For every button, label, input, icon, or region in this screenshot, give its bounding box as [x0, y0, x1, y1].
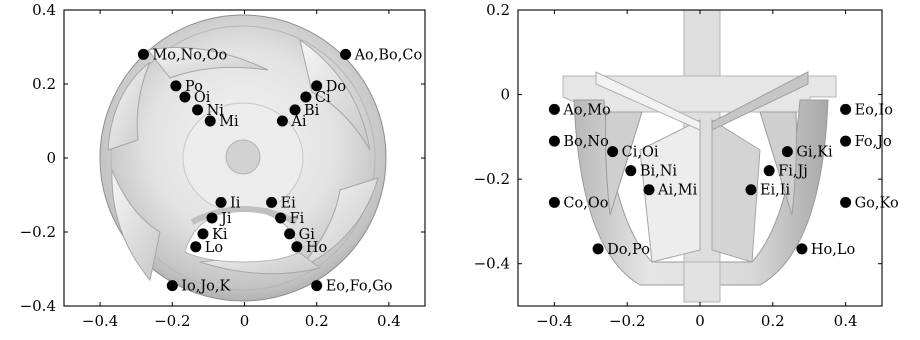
y-tick-label: −0.2	[20, 223, 56, 241]
point-label: Ii	[230, 195, 241, 211]
data-point	[192, 104, 204, 116]
point-label: Ao,Bo,Co	[354, 47, 423, 63]
data-point	[840, 196, 852, 208]
point-label: Lo	[205, 240, 223, 256]
data-point	[300, 91, 312, 103]
data-point	[643, 184, 655, 196]
data-point	[166, 280, 178, 292]
y-tick-label: 0.2	[486, 1, 510, 19]
point-label: Co,Oo	[563, 195, 608, 211]
y-tick-label: 0.4	[32, 1, 56, 19]
data-point	[289, 104, 301, 116]
data-point	[276, 115, 288, 127]
data-point	[763, 165, 775, 177]
data-point	[215, 196, 227, 208]
data-point	[284, 228, 296, 240]
data-point	[291, 241, 303, 253]
point-label: Fo,Jo	[855, 134, 892, 150]
data-point	[206, 212, 218, 224]
point-label: Ao,Mo	[562, 102, 610, 118]
data-point	[197, 228, 209, 240]
y-tick-label: 0.2	[32, 75, 56, 93]
point-label: Ho,Lo	[811, 242, 855, 258]
point-label: Ho	[306, 240, 327, 256]
point-label: Ai,Mi	[657, 183, 698, 199]
point-label: Ci	[315, 90, 331, 106]
data-point	[745, 184, 757, 196]
panel2-axes: −0.4 −0.2 0 0.2 0.4 0.2 0 −0.2 −0.4	[474, 1, 882, 330]
data-point	[137, 48, 149, 60]
x-tick-label: 0.2	[761, 312, 785, 330]
x-tick-label: 0	[240, 312, 250, 330]
data-point	[840, 135, 852, 147]
point-label: Bi	[304, 103, 320, 119]
x-tick-label: 0	[695, 312, 705, 330]
data-point	[592, 243, 604, 255]
y-tick-label: 0	[46, 149, 56, 167]
data-point	[311, 280, 323, 292]
y-tick-label: 0	[500, 86, 510, 104]
point-label: Eo,Fo,Go	[326, 279, 393, 295]
x-tick-label: −0.2	[609, 312, 645, 330]
point-label: Ni	[207, 103, 225, 119]
data-point	[607, 146, 619, 158]
data-point	[275, 212, 287, 224]
point-label: Io,Jo,K	[181, 279, 231, 295]
point-label: Ki	[212, 227, 228, 243]
data-point	[170, 80, 182, 92]
panel1-axes: −0.4 −0.2 0 0.2 0.4 0.4 0.2 0 −0.2 −0.4	[20, 1, 425, 330]
x-tick-label: −0.4	[82, 312, 118, 330]
point-label: Fi	[290, 211, 305, 227]
data-point	[340, 48, 352, 60]
y-tick-label: −0.2	[474, 170, 510, 188]
point-label: Po	[185, 79, 203, 95]
x-tick-label: −0.4	[536, 312, 572, 330]
impeller-side-view	[562, 10, 837, 303]
point-label: Ci,Oi	[622, 145, 659, 161]
data-point	[548, 135, 560, 147]
data-point	[548, 196, 560, 208]
data-point	[840, 103, 852, 115]
point-label: Ei,Ii	[760, 183, 791, 199]
point-label: Eo,Io	[855, 102, 893, 118]
point-label: Bi,Ni	[640, 164, 678, 180]
x-tick-label: 0.4	[377, 312, 401, 330]
x-tick-label: 0.2	[305, 312, 329, 330]
point-label: Mo,No,Oo	[152, 47, 227, 63]
data-point	[796, 243, 808, 255]
point-label: Mi	[219, 114, 239, 130]
point-label: Ai	[290, 114, 306, 130]
data-point	[179, 91, 191, 103]
y-tick-label: −0.4	[20, 297, 56, 315]
point-label: Oi	[194, 90, 211, 106]
data-point	[311, 80, 323, 92]
point-label: Bo,No	[563, 134, 608, 150]
x-tick-label: −0.2	[154, 312, 190, 330]
point-label: Ei	[281, 195, 297, 211]
data-point	[266, 196, 278, 208]
point-label: Do	[326, 79, 346, 95]
data-point	[625, 165, 637, 177]
data-point	[548, 103, 560, 115]
data-point	[204, 115, 216, 127]
x-tick-label: 0.4	[834, 312, 858, 330]
point-label: Do,Po	[607, 242, 650, 258]
y-tick-label: −0.4	[474, 255, 510, 273]
point-label: Fi,Jj	[778, 164, 808, 180]
point-label: Go,Ko	[855, 195, 899, 211]
data-point	[190, 241, 202, 253]
point-label: Gi,Ki	[796, 145, 833, 161]
point-label: Gi	[299, 227, 316, 243]
data-point	[781, 146, 793, 158]
point-label: Ji	[219, 211, 232, 227]
